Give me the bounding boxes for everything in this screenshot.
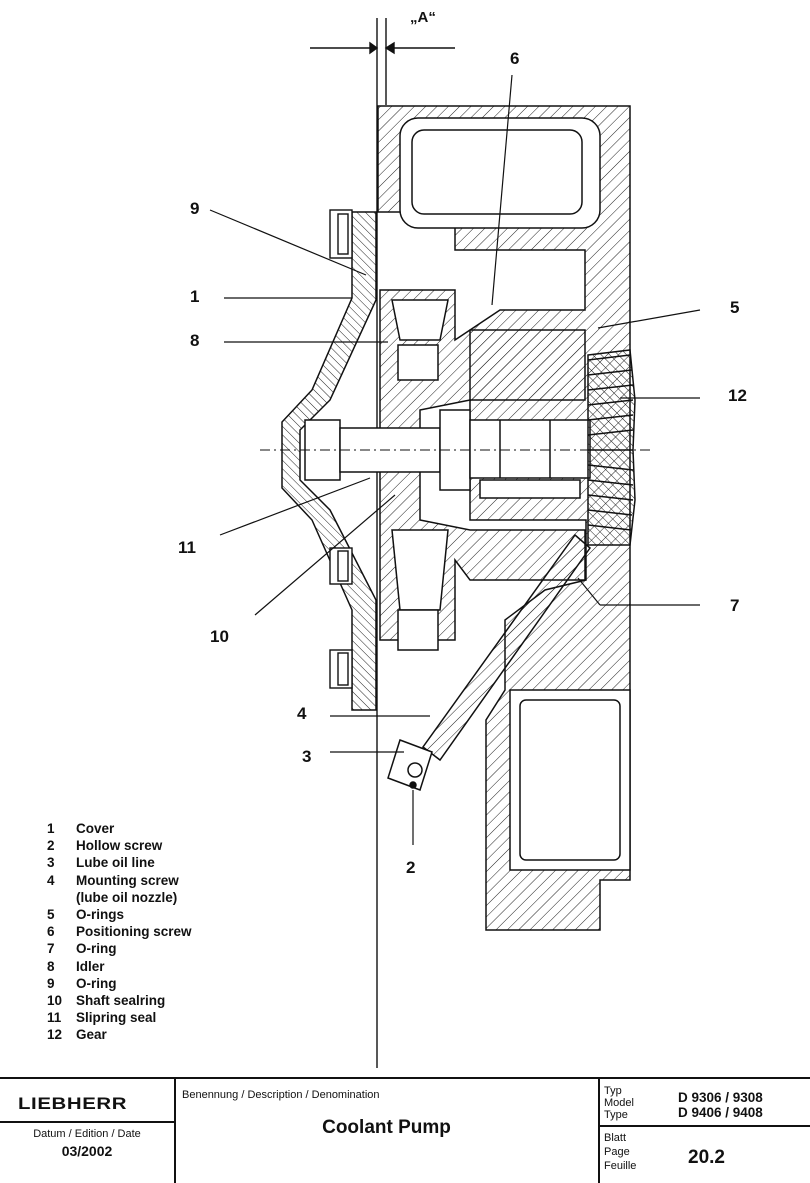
callout-3: 3	[302, 747, 311, 766]
description-label: Benennung / Description / Denomination	[182, 1089, 380, 1101]
shaft	[260, 409, 650, 499]
callout-10: 10	[210, 627, 229, 646]
date-label: Datum / Edition / Date	[33, 1128, 141, 1140]
callout-11: 11	[178, 538, 196, 557]
cover	[281, 211, 377, 711]
callout-8: 8	[190, 331, 199, 350]
callout-5: 5	[730, 298, 739, 317]
callout-12: 12	[728, 386, 747, 405]
type-label-3: Type	[604, 1109, 628, 1121]
description-value: Coolant Pump	[322, 1117, 451, 1138]
dimension-a	[310, 18, 455, 1068]
dimension-a-label: „A“	[410, 9, 436, 26]
callout-9: 9	[190, 199, 199, 218]
callout-1: 1	[190, 287, 199, 306]
callout-leaders	[209, 74, 701, 845]
type-value-1: D 9306 / 9308	[678, 1090, 763, 1105]
liebherr-logo: LIEBHERR	[18, 1094, 128, 1113]
cross-section-drawing: „A“	[178, 9, 747, 1068]
title-block: LIEBHERR Datum / Edition / Date 03/2002 …	[0, 1077, 810, 1183]
impeller	[379, 289, 586, 651]
date-value: 03/2002	[61, 1143, 113, 1159]
callout-7: 7	[730, 596, 739, 615]
page-label-1: Blatt	[604, 1132, 627, 1144]
cover-bolts	[329, 209, 353, 689]
page-label-2: Page	[604, 1146, 630, 1158]
callout-2: 2	[406, 858, 415, 877]
page-label-3: Feuille	[604, 1160, 637, 1172]
type-label-2: Model	[604, 1097, 634, 1109]
callout-6: 6	[510, 49, 519, 68]
type-label-1: Typ	[604, 1085, 622, 1097]
type-value-2: D 9406 / 9408	[678, 1105, 763, 1120]
page-value: 20.2	[688, 1147, 725, 1168]
callout-4: 4	[297, 704, 307, 723]
gear	[587, 349, 636, 546]
